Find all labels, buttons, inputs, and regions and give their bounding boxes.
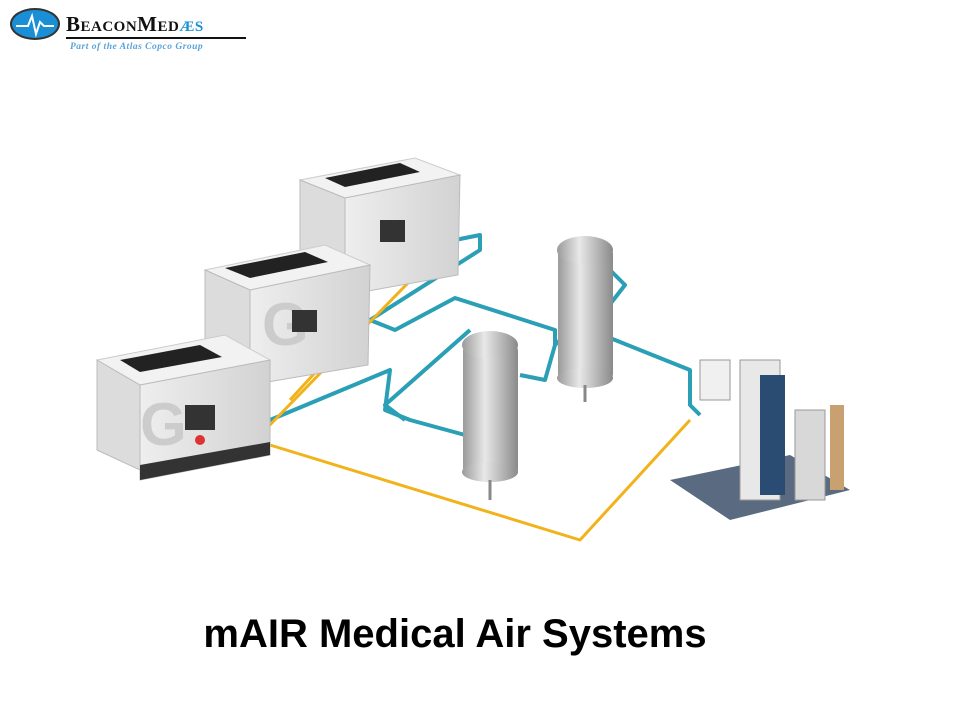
svg-text:G: G (140, 391, 187, 458)
slide-title: mAIR Medical Air Systems (203, 612, 707, 656)
compressor-1: G (95, 334, 272, 481)
medical-air-system-illustration: G G (95, 157, 850, 542)
logo-wordmark: BeaconMedæs (66, 12, 204, 36)
logo-tagline: Part of the Atlas Copco Group (70, 42, 204, 52)
logo-divider (66, 37, 246, 39)
dryer-filter-unit (670, 359, 850, 520)
blue-pipes (269, 233, 702, 437)
air-receiver-tank-1 (462, 331, 518, 500)
beaconmedaes-logo: BeaconMedæs Part of the Atlas Copco Grou… (8, 6, 248, 54)
air-receiver-tank-2 (557, 236, 613, 402)
heartbeat-logo-icon (10, 8, 60, 40)
